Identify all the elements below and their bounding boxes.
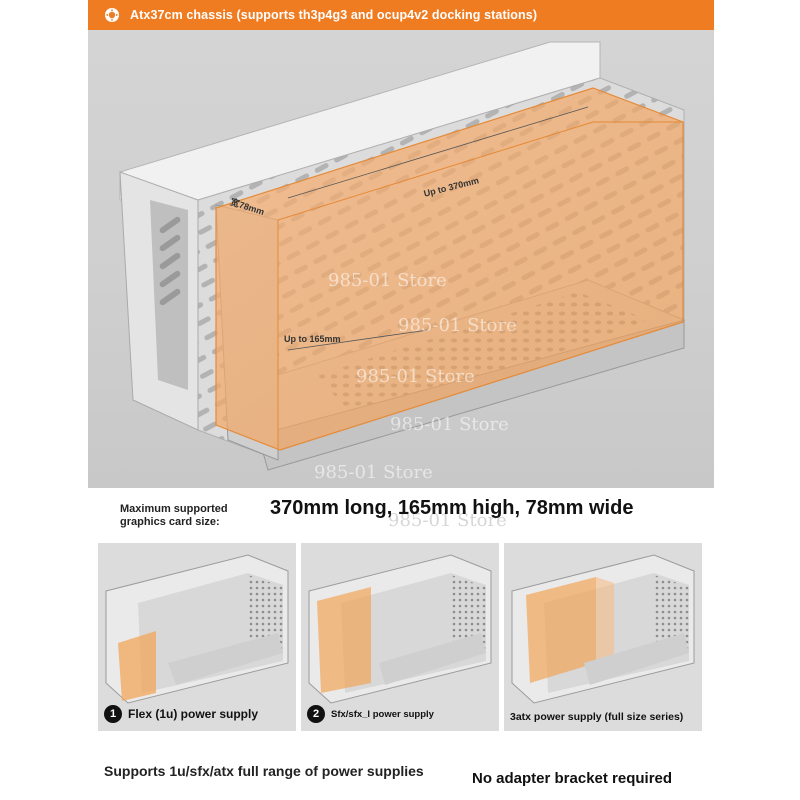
step-number-badge: 2 bbox=[307, 705, 325, 723]
watermark: 985-01 Store bbox=[314, 462, 433, 483]
chassis-illustration bbox=[119, 41, 686, 471]
title-banner: Atx37cm chassis (supports th3p4g3 and oc… bbox=[88, 0, 714, 30]
step-number-badge: 1 bbox=[104, 705, 122, 723]
psu-option-sfx: 2 Sfx/sfx_l power supply bbox=[301, 543, 499, 731]
height-dimension-label: Up to 165mm bbox=[284, 334, 341, 344]
watermark: 985-01 Store bbox=[390, 414, 509, 435]
footer-no-adapter: No adapter bracket required bbox=[472, 770, 673, 787]
watermark: 985-01 Store bbox=[398, 315, 517, 336]
spec-size: 370mm long, 165mm high, 78mm wide bbox=[270, 497, 634, 519]
watermark: 985-01 Store bbox=[356, 366, 475, 387]
watermark: 985-01 Store bbox=[388, 510, 507, 531]
psu-option-label: Sfx/sfx_l power supply bbox=[331, 708, 434, 720]
footer-psu-support: Supports 1u/sfx/atx full range of power … bbox=[104, 763, 424, 779]
chassis-thumbnail bbox=[511, 554, 695, 704]
gear-badge-icon bbox=[105, 8, 119, 22]
psu-option-atx: 3atx power supply (full size series) bbox=[504, 543, 702, 731]
chassis-thumbnail bbox=[308, 554, 492, 704]
psu-option-label: 3atx power supply (full size series) bbox=[510, 711, 684, 723]
chassis-thumbnail bbox=[105, 554, 289, 704]
psu-option-label: Flex (1u) power supply bbox=[128, 707, 259, 721]
psu-option-flex: 1 Flex (1u) power supply bbox=[98, 543, 296, 731]
hero-chassis-image: 宽78mm Up to 370mm Up to 165mm 985-01 Sto… bbox=[88, 30, 714, 488]
spec-caption: Maximum supported graphics card size: bbox=[120, 503, 228, 528]
banner-title: Atx37cm chassis (supports th3p4g3 and oc… bbox=[130, 8, 538, 22]
watermark: 985-01 Store bbox=[328, 270, 447, 291]
